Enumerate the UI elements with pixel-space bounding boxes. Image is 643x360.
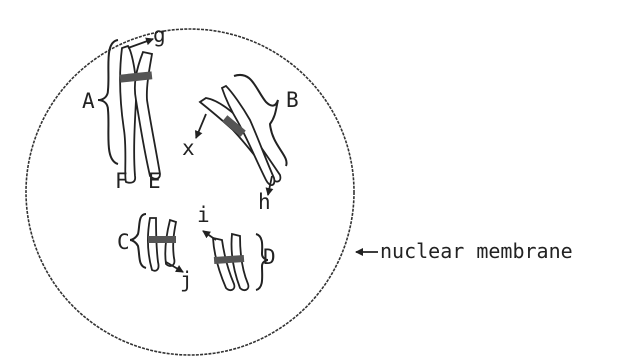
label-g: g: [153, 23, 166, 47]
brace-C: [130, 214, 146, 268]
label-B: B: [286, 88, 299, 112]
chromosome-D: [203, 231, 248, 290]
label-i: i: [197, 203, 210, 227]
label-D: D: [263, 245, 276, 269]
chromosome-C: [148, 218, 183, 272]
label-E: E: [148, 169, 161, 193]
nuclear-membrane-outline: [26, 29, 354, 355]
label-F: F: [115, 169, 128, 193]
label-C: C: [117, 230, 130, 254]
label-h: h: [258, 190, 271, 214]
membrane-caption: nuclear membrane: [380, 239, 573, 263]
label-A: A: [82, 89, 95, 113]
label-x: x: [182, 136, 195, 160]
brace-A: [98, 40, 118, 164]
chromosome-A: [120, 39, 160, 183]
label-j: j: [180, 268, 193, 292]
